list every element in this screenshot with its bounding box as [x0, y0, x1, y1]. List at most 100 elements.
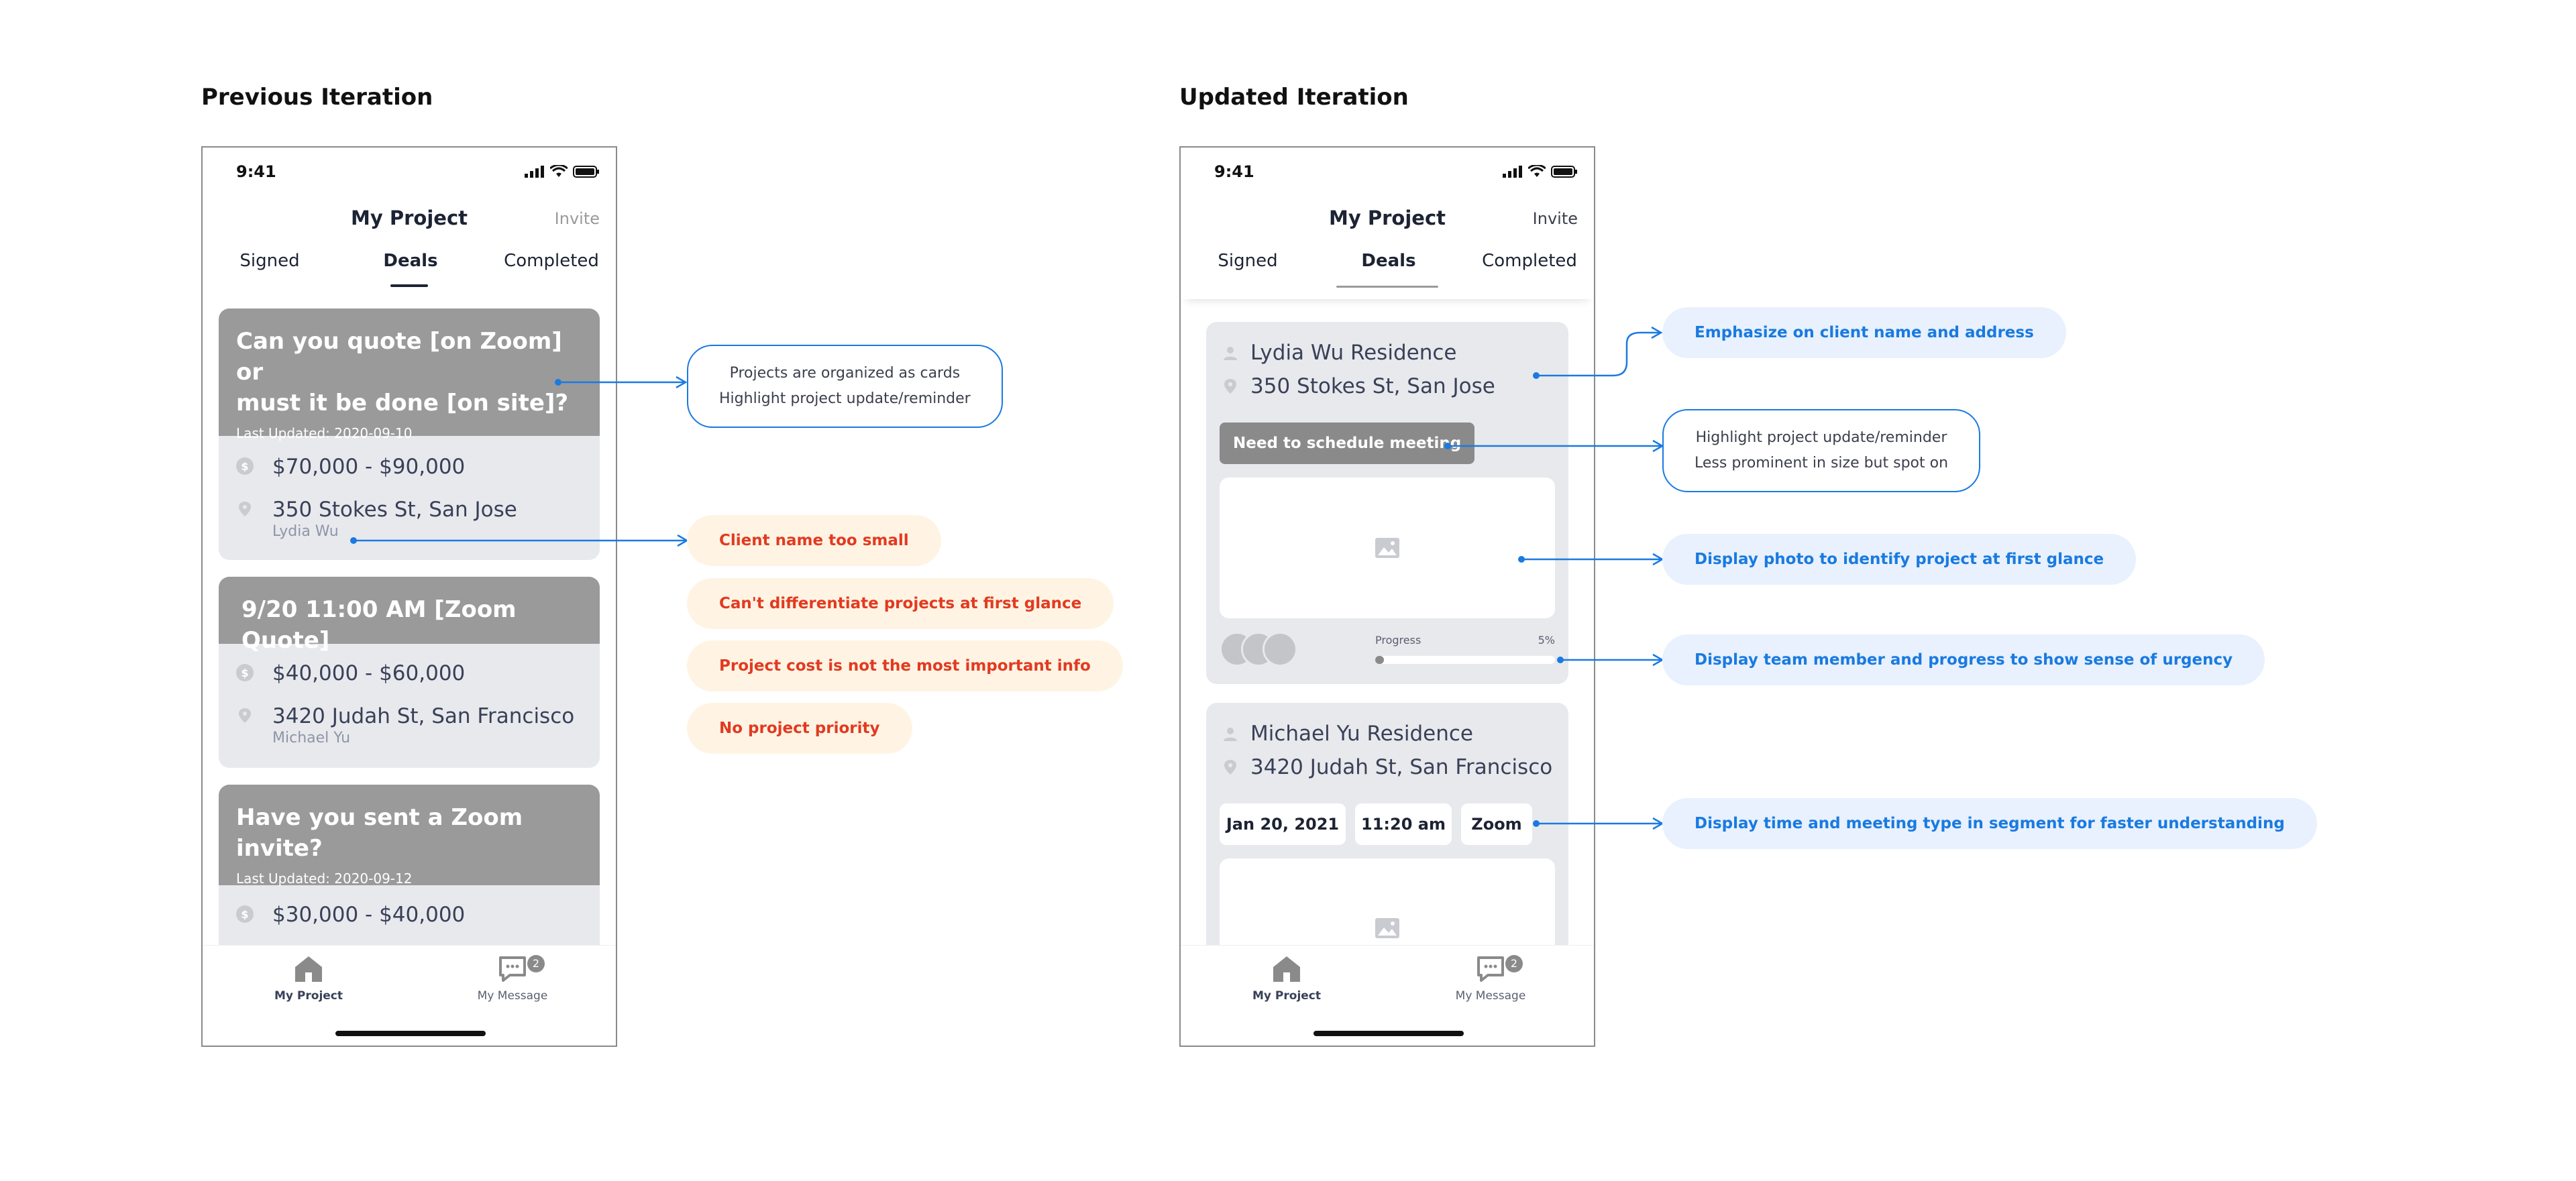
active-tab-indicator — [1336, 286, 1438, 288]
tab-completed[interactable]: Completed — [1482, 251, 1577, 271]
issue-cant-differentiate: Can't differentiate projects at first gl… — [687, 578, 1114, 629]
home-icon — [1273, 956, 1300, 982]
client-name: Michael Yu — [272, 730, 351, 746]
image-placeholder-icon — [1375, 538, 1399, 558]
client-name: Lydia Wu Residence — [1250, 341, 1457, 365]
home-indicator — [335, 1031, 486, 1036]
dollar-icon: $ — [236, 905, 254, 923]
progress-percent: 5% — [1538, 634, 1555, 646]
card-title: 9/20 11:00 AM [Zoom Quote] — [241, 596, 517, 654]
project-card[interactable]: Can you quote [on Zoom] or must it be do… — [219, 308, 600, 560]
tab-my-message-label: My Message — [477, 989, 548, 1003]
project-photo[interactable] — [1220, 477, 1555, 618]
tab-signed[interactable]: Signed — [1218, 251, 1278, 271]
tab-my-project[interactable]: My Project — [1220, 955, 1354, 1003]
progress-label: Progress — [1375, 634, 1421, 646]
tab-deals[interactable]: Deals — [1361, 251, 1416, 271]
card-header: Can you quote [on Zoom] or must it be do… — [219, 308, 600, 441]
tab-bar: Signed Deals Completed — [203, 251, 616, 299]
card-title: Have you sent a Zoom invite? — [236, 804, 523, 862]
active-tab-indicator — [390, 284, 428, 287]
issue-no-priority: No project priority — [687, 703, 912, 754]
location-pin-icon — [239, 708, 251, 723]
note-highlight-reminder: Highlight project update/reminder Less p… — [1662, 409, 1981, 492]
annotation-line: Less prominent in size but spot on — [1695, 455, 1949, 471]
wifi-icon — [1528, 165, 1546, 177]
project-list[interactable]: Can you quote [on Zoom] or must it be do… — [203, 302, 616, 945]
last-updated: Last Updated: 2020-09-10 — [236, 425, 413, 441]
page-title: My Project — [351, 207, 468, 229]
price-range: $70,000 - $90,000 — [272, 455, 466, 479]
card-header: 9/20 11:00 AM [Zoom Quote] — [219, 577, 600, 654]
note-time-meeting-type: Display time and meeting type in segment… — [1662, 798, 2317, 849]
svg-text:$: $ — [241, 460, 248, 473]
updated-phone-frame: 9:41 My Project Invite Signed Deals Comp… — [1179, 146, 1595, 1047]
page-title: My Project — [1329, 207, 1446, 229]
client-name: Lydia Wu — [272, 523, 339, 540]
address: 350 Stokes St, San Jose — [1250, 374, 1495, 398]
address: 3420 Judah St, San Francisco — [272, 704, 575, 728]
message-badge: 2 — [1505, 955, 1523, 972]
address-row: 350 Stokes St, San Jose — [1206, 369, 1568, 402]
tab-my-message[interactable]: 2 My Message — [445, 955, 580, 1003]
address: 350 Stokes St, San Jose — [272, 498, 517, 522]
client-row: Lydia Wu Residence — [1206, 335, 1568, 369]
tab-signed[interactable]: Signed — [239, 251, 300, 271]
annotation-line: Highlight project update/reminder — [1695, 429, 1947, 446]
tab-completed[interactable]: Completed — [504, 251, 599, 271]
project-photo[interactable] — [1220, 858, 1555, 945]
location-pin-icon — [1224, 760, 1236, 775]
card-title: Can you quote [on Zoom] or — [236, 328, 562, 386]
tab-my-project[interactable]: My Project — [241, 955, 376, 1003]
meeting-type-segment: Zoom — [1461, 803, 1532, 845]
price-row: $ $30,000 - $40,000 — [219, 892, 600, 935]
project-card[interactable]: Michael Yu Residence 3420 Judah St, San … — [1206, 703, 1568, 945]
svg-text:$: $ — [241, 908, 248, 921]
tab-my-message[interactable]: 2 My Message — [1424, 955, 1558, 1003]
svg-text:$: $ — [241, 667, 248, 679]
progress-bar-fill — [1375, 656, 1385, 664]
tab-my-project-label: My Project — [1252, 989, 1321, 1003]
location-pin-icon — [1224, 379, 1236, 394]
project-list[interactable]: Lydia Wu Residence 350 Stokes St, San Jo… — [1181, 303, 1594, 945]
project-card[interactable]: Have you sent a Zoom invite? Last Update… — [219, 785, 600, 945]
address-row: 3420 Judah St, San Francisco Michael Yu — [219, 693, 600, 754]
status-time: 9:41 — [236, 162, 276, 181]
home-icon — [295, 956, 322, 982]
note-display-photo: Display photo to identify project at fir… — [1662, 534, 2137, 585]
issue-client-name-small: Client name too small — [687, 515, 941, 566]
status-bar: 9:41 — [203, 161, 616, 185]
annotation-line: Projects are organized as cards — [729, 365, 961, 382]
tab-my-message-label: My Message — [1455, 989, 1526, 1003]
note-emphasize-client: Emphasize on client name and address — [1662, 307, 2066, 358]
price-row: $ $40,000 - $60,000 — [219, 651, 600, 693]
note-team-progress: Display team member and progress to show… — [1662, 634, 2265, 685]
wifi-icon — [550, 165, 568, 177]
tab-deals[interactable]: Deals — [383, 251, 438, 271]
previous-phone-frame: 9:41 My Project Invite Signed Deals Comp… — [201, 146, 617, 1047]
client-row: Michael Yu Residence — [1206, 716, 1568, 750]
address-row: 3420 Judah St, San Francisco — [1206, 750, 1568, 783]
signal-icon — [1503, 166, 1522, 178]
bottom-tab-bar: My Project 2 My Message — [1181, 945, 1594, 1046]
signal-icon — [525, 166, 544, 178]
battery-icon — [1551, 166, 1577, 178]
address: 3420 Judah St, San Francisco — [1250, 755, 1553, 779]
price-range: $40,000 - $60,000 — [272, 661, 466, 685]
invite-button[interactable]: Invite — [1532, 209, 1578, 228]
project-card[interactable]: Lydia Wu Residence 350 Stokes St, San Jo… — [1206, 322, 1568, 684]
dollar-icon: $ — [236, 457, 254, 475]
battery-icon — [573, 166, 599, 178]
message-icon — [1477, 956, 1504, 982]
card-header: Have you sent a Zoom invite? Last Update… — [219, 785, 600, 887]
project-card[interactable]: 9/20 11:00 AM [Zoom Quote] $ $40,000 - $… — [219, 577, 600, 768]
bottom-tab-bar: My Project 2 My Message — [203, 945, 616, 1046]
reminder-tag: Need to schedule meeting — [1220, 423, 1475, 464]
issue-project-cost: Project cost is not the most important i… — [687, 640, 1123, 691]
meeting-time-segment: 11:20 am — [1355, 803, 1452, 845]
invite-button[interactable]: Invite — [554, 209, 600, 228]
avatar — [1263, 632, 1297, 667]
meeting-date-segment: Jan 20, 2021 — [1220, 803, 1346, 845]
card-title-line2: must it be done [on site]? — [236, 390, 569, 416]
progress-bar — [1375, 656, 1555, 664]
